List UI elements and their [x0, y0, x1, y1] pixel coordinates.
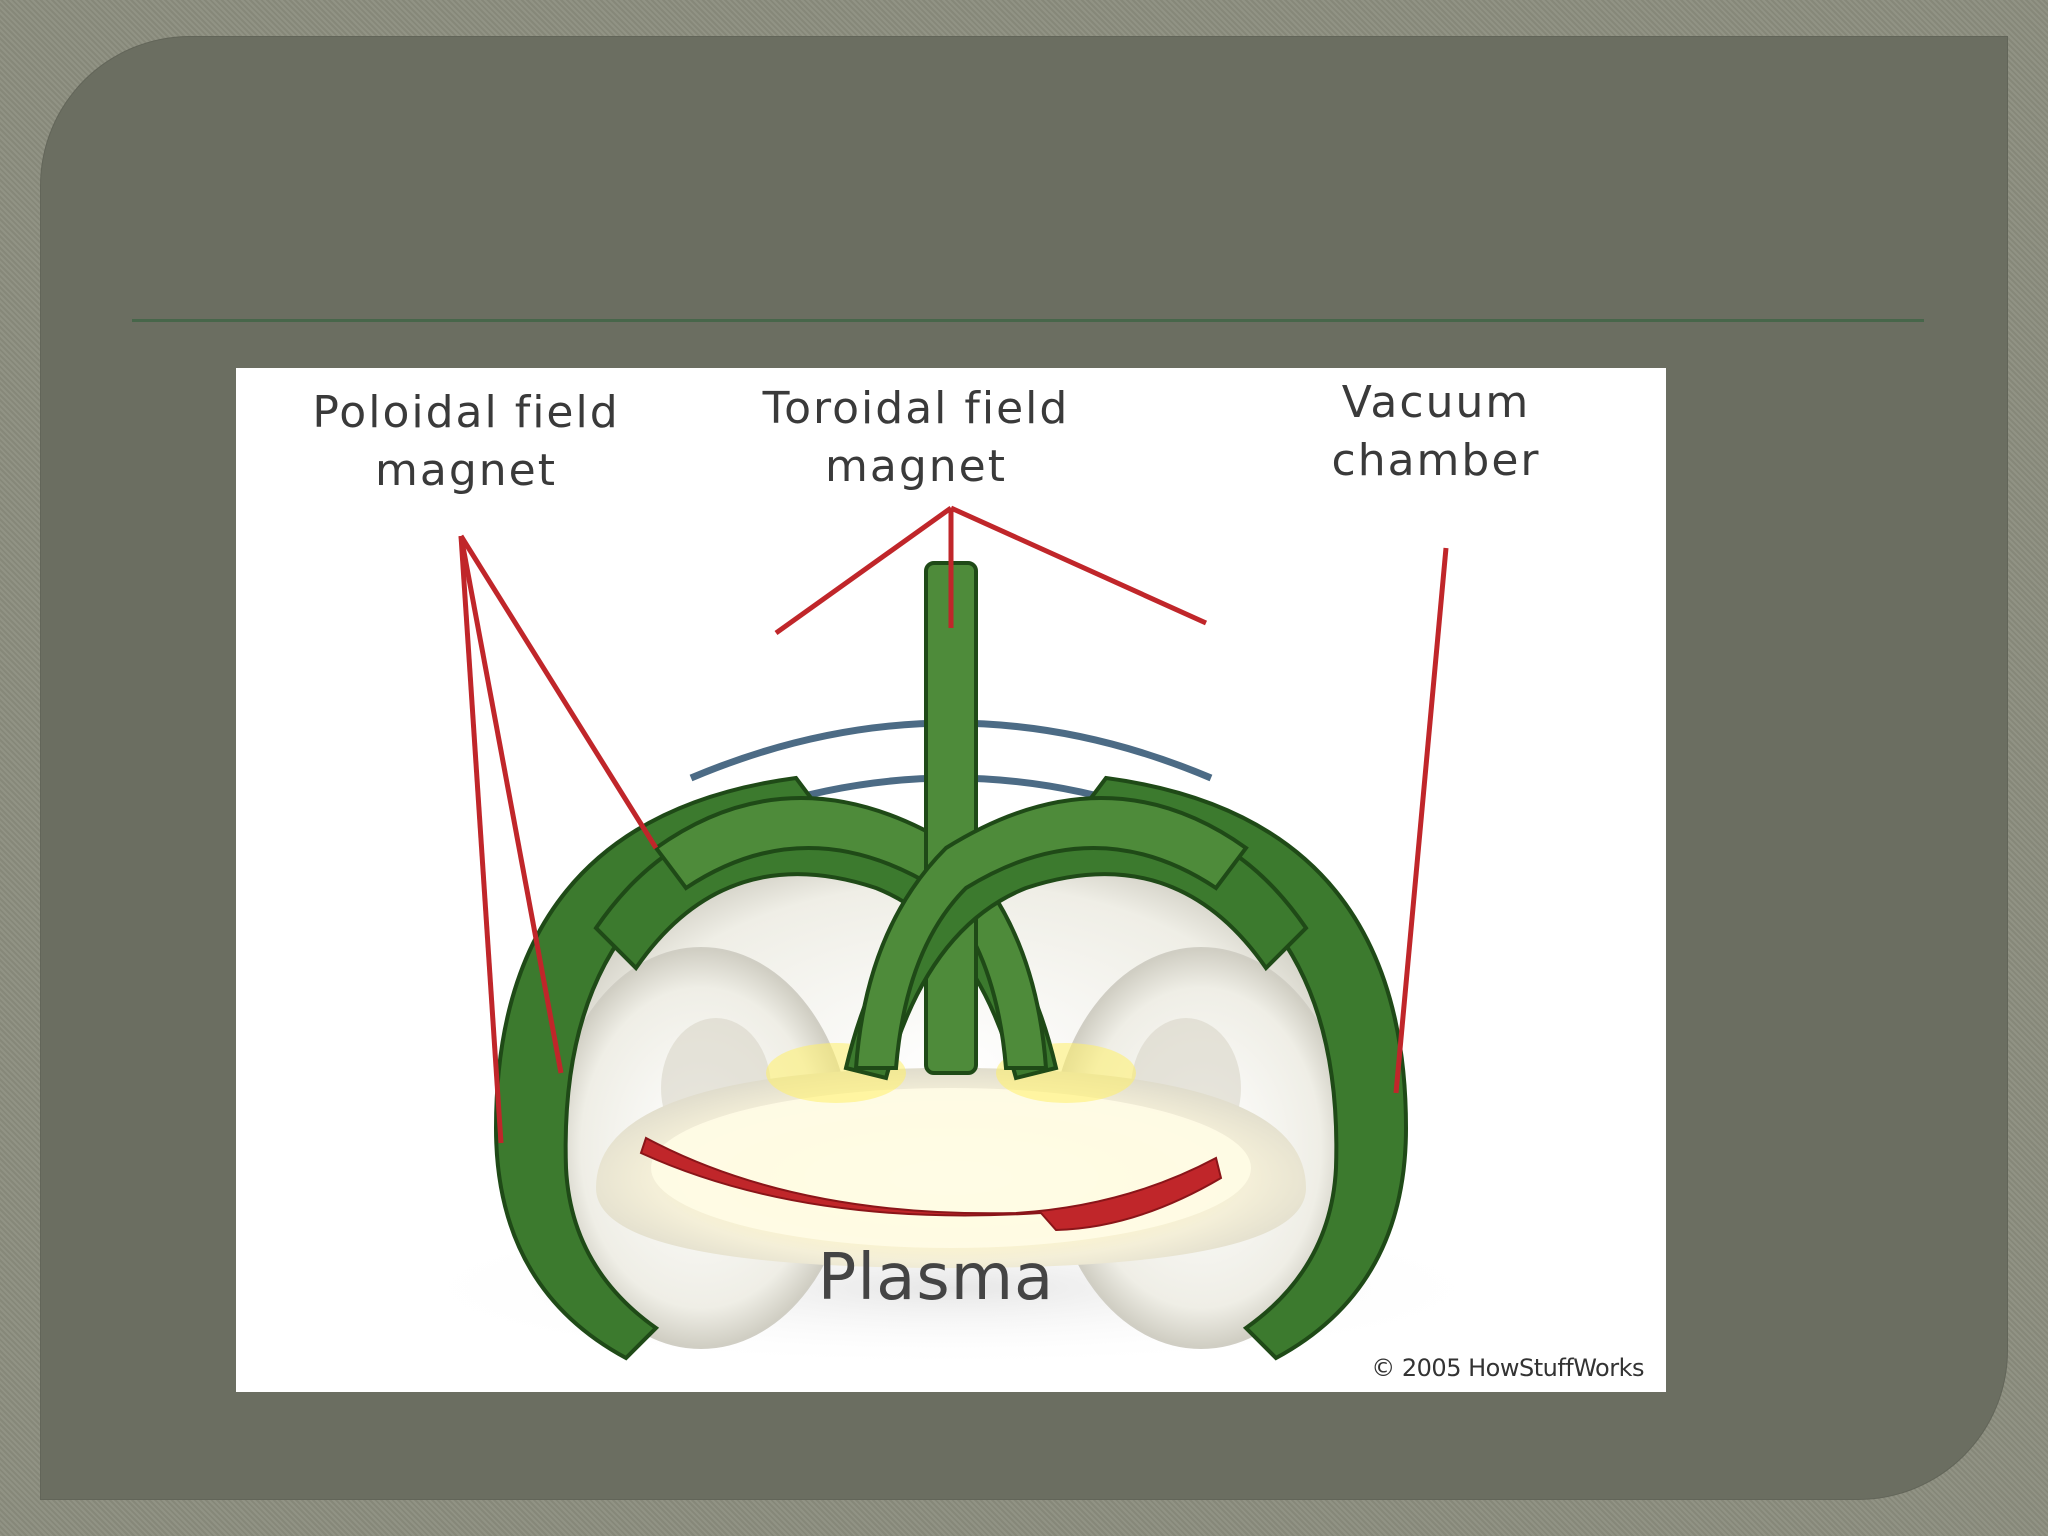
plasma-current-arrow: [639, 1136, 1223, 1232]
title-underline: [132, 319, 1924, 322]
copyright-notice: © 2005 HowStuffWorks: [1371, 1354, 1644, 1382]
toroidal-field-magnet-label: Toroidal field magnet: [762, 383, 1070, 492]
poloidal-field-magnet-label: Poloidal field magnet: [312, 387, 620, 496]
tokamak-illustration: [391, 505, 1511, 1368]
plasma-label: Plasma: [817, 1241, 1055, 1315]
toroidal-field-coils: [493, 561, 1409, 1361]
tokamak-diagram: Poloidal field magnet Toroidal field mag…: [236, 368, 1666, 1392]
pointer-lines: [458, 505, 1449, 1144]
vacuum-chamber-label: Vacuum chamber: [1331, 377, 1541, 486]
